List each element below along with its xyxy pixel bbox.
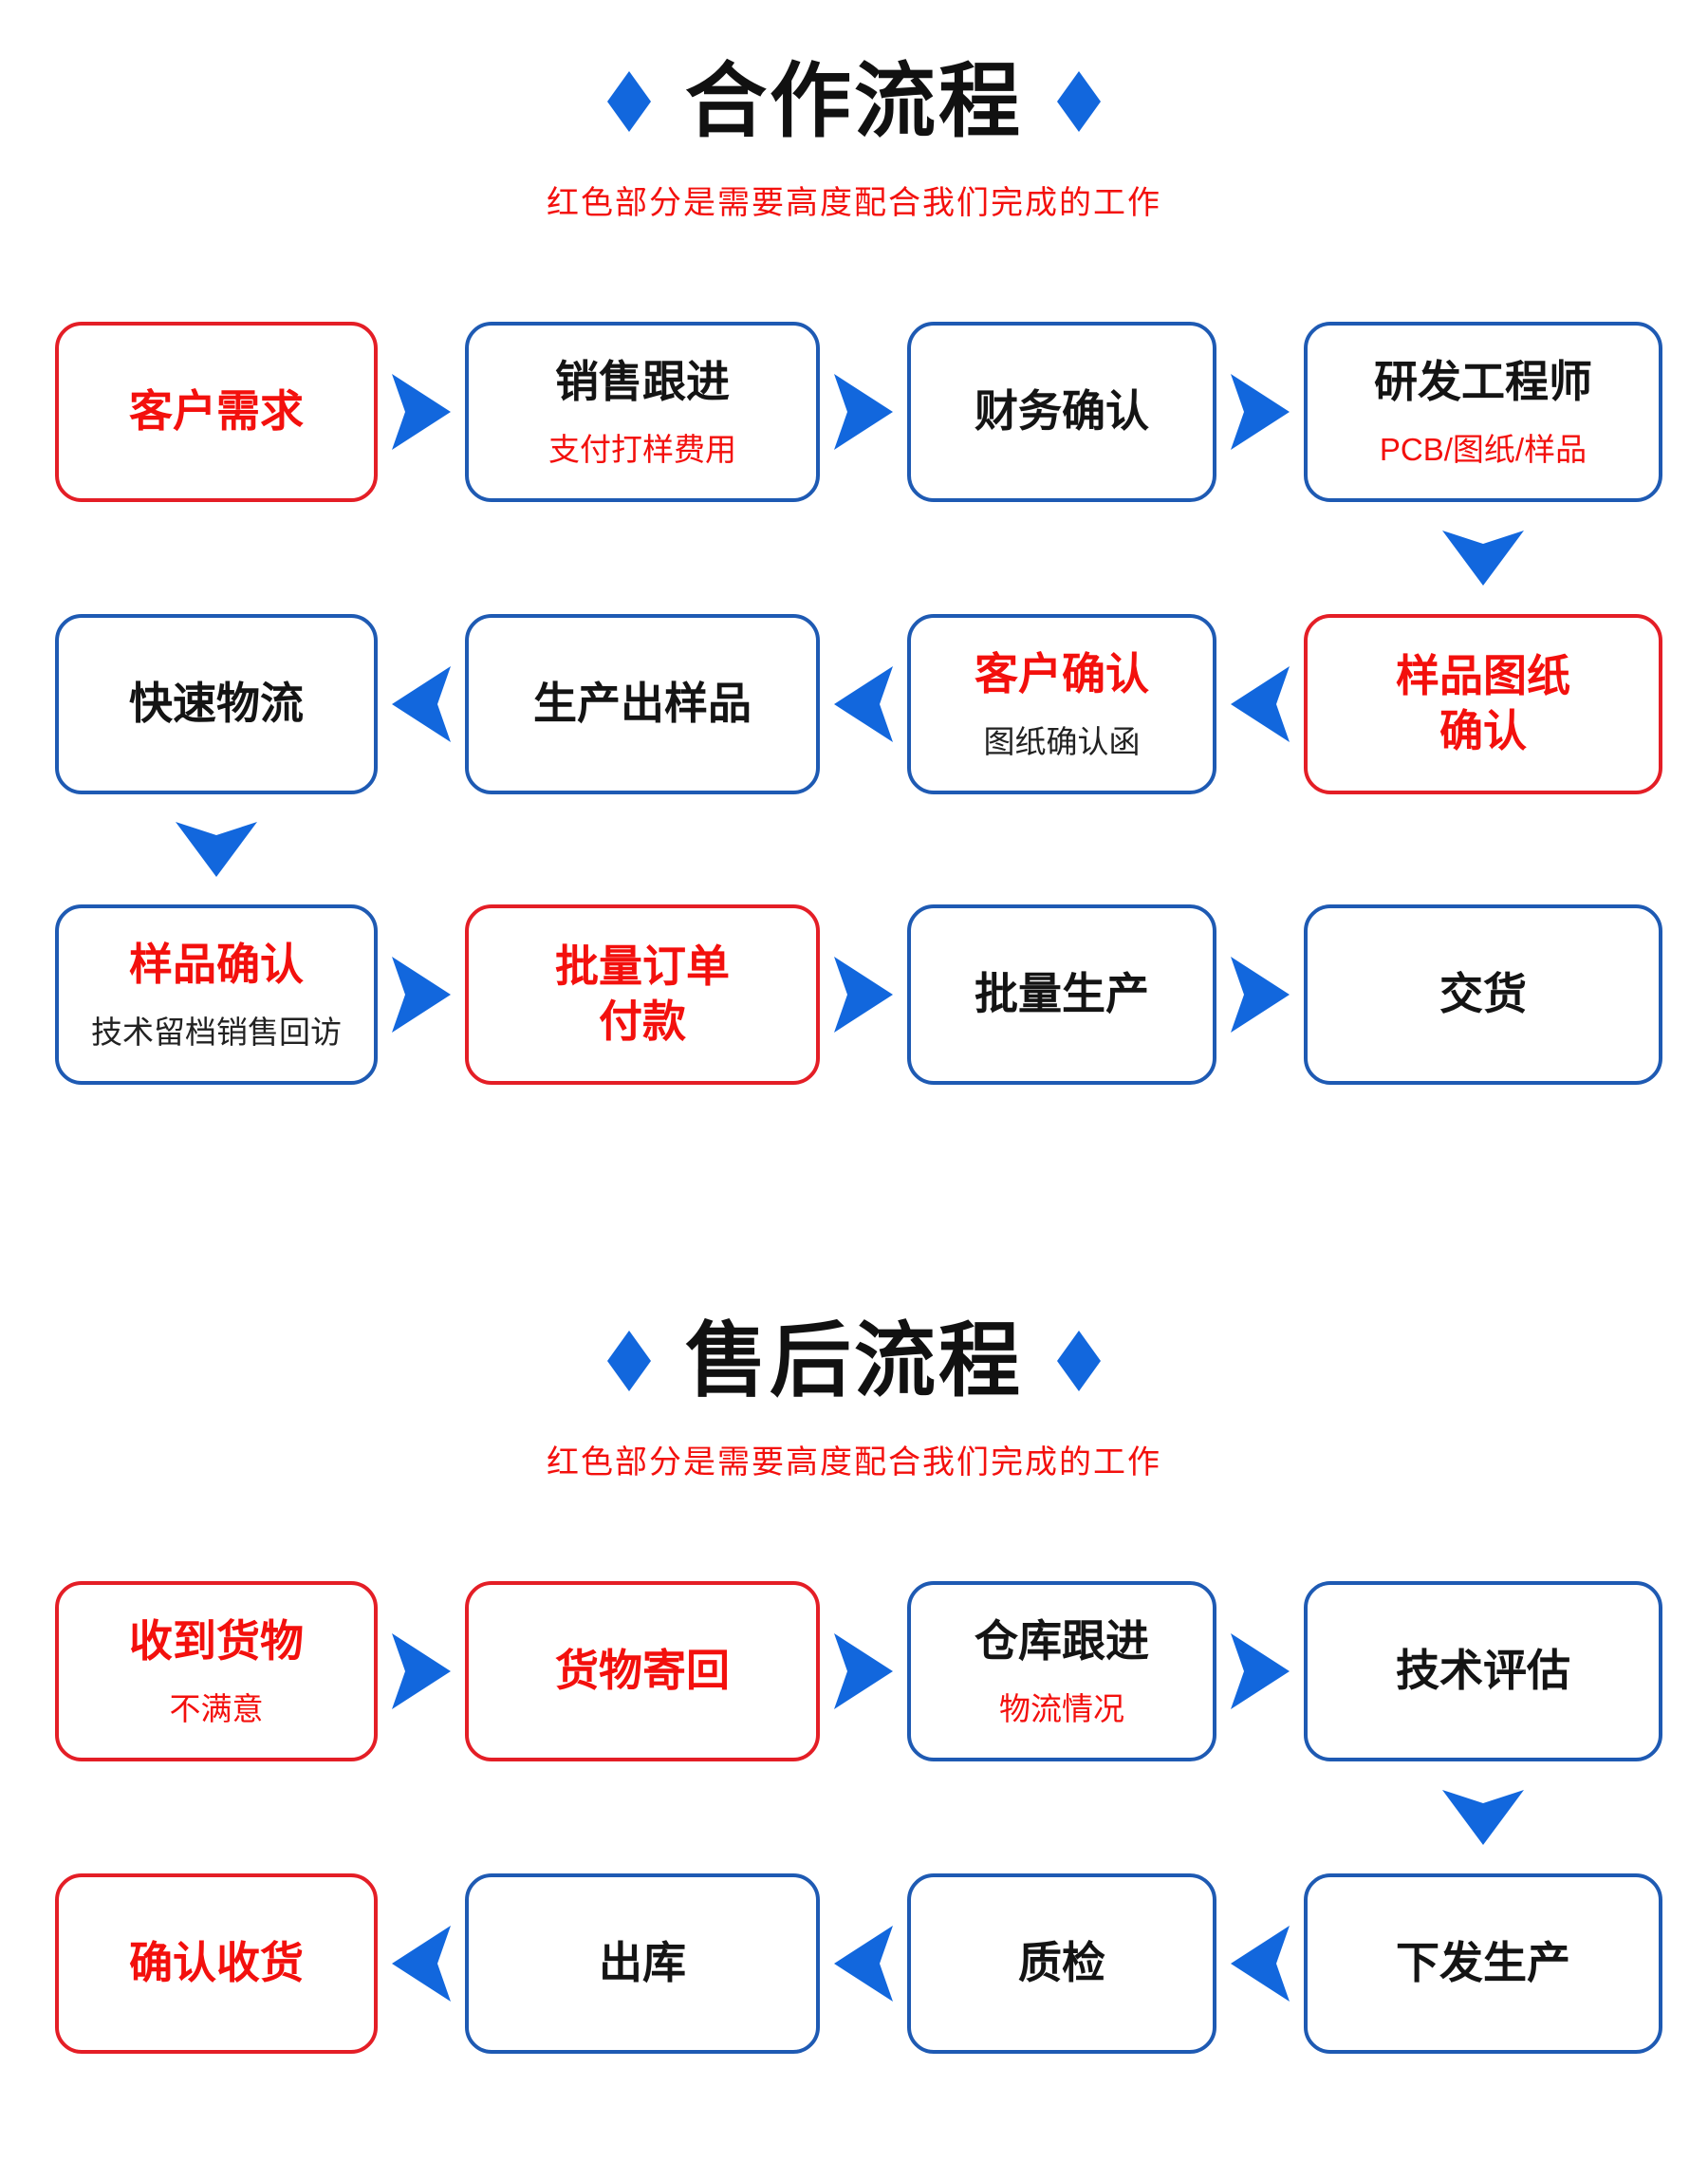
arrow-right-icon bbox=[378, 904, 465, 1085]
diamond-icon bbox=[607, 71, 651, 132]
flow-step-title: 确认收货 bbox=[129, 1937, 304, 1987]
flow-step-title: 下发生产 bbox=[1396, 1937, 1570, 1987]
flow-step-sample-confirm: 样品确认 技术留档销售回访 bbox=[55, 904, 378, 1085]
diamond-icon bbox=[1057, 1330, 1101, 1391]
flow-step-title: 货物寄回 bbox=[555, 1645, 730, 1695]
flow-step-delivery: 交货 bbox=[1304, 904, 1662, 1085]
flow-step-outbound: 出库 bbox=[465, 1872, 820, 2054]
flow-step-title: 仓库跟进 bbox=[975, 1616, 1149, 1667]
flow-row: 收到货物 不满意 货物寄回 仓库跟进 物流情况 技术评估 bbox=[0, 1580, 1708, 1761]
flow-step-title: 样品确认 bbox=[129, 940, 304, 990]
section-subtitle: 红色部分是需要高度配合我们完成的工作 bbox=[547, 185, 1161, 221]
arrow-left-icon bbox=[378, 1873, 465, 2054]
flow-step-subtitle: 不满意 bbox=[169, 1690, 264, 1726]
arrow-down-icon bbox=[176, 821, 257, 877]
flow-step-title: 客户确认 bbox=[975, 649, 1149, 699]
flow-step-title: 研发工程师 bbox=[1374, 357, 1592, 407]
flow-step-quality-check: 质检 bbox=[907, 1872, 1216, 2054]
arrow-right-icon bbox=[820, 322, 907, 502]
arrow-left-icon bbox=[1216, 614, 1304, 794]
flow-step-subtitle: 物流情况 bbox=[999, 1690, 1124, 1726]
flow-step-tech-evaluation: 技术评估 bbox=[1304, 1580, 1662, 1761]
flow-step-customer-demand: 客户需求 bbox=[55, 321, 378, 502]
flow-step-title: 生产出样品 bbox=[533, 679, 752, 729]
flow-step-goods-received: 收到货物 不满意 bbox=[55, 1580, 378, 1761]
flow-row: 快速物流 生产出样品 客户确认 图纸确认函 样品图纸 确认 bbox=[0, 613, 1708, 794]
arrow-left-icon bbox=[820, 1873, 907, 2054]
section-after-sales-flow: 售后流程 红色部分是需要高度配合我们完成的工作 收到货物 不满意 货物寄回 仓库… bbox=[0, 1320, 1708, 2054]
flow-step-finance-confirm: 财务确认 bbox=[907, 321, 1216, 502]
flow-step-fast-logistics: 快速物流 bbox=[55, 613, 378, 794]
flow-step-subtitle: 技术留档销售回访 bbox=[91, 1014, 342, 1050]
section-title: 合作流程 bbox=[685, 56, 1023, 147]
flow-row: 确认收货 出库 质检 下发生产 bbox=[0, 1872, 1708, 2054]
flow-step-title: 客户需求 bbox=[129, 386, 304, 437]
flow-step-title: 技术评估 bbox=[1396, 1645, 1570, 1695]
flow-step-rd-engineer: 研发工程师 PCB/图纸/样品 bbox=[1304, 321, 1662, 502]
flow-step-title: 财务确认 bbox=[975, 386, 1149, 437]
flow-step-bulk-production: 批量生产 bbox=[907, 904, 1216, 1085]
flow-step-title: 交货 bbox=[1439, 969, 1527, 1019]
flow-step-confirm-receipt: 确认收货 bbox=[55, 1872, 378, 2054]
flow-step-produce-sample: 生产出样品 bbox=[465, 613, 820, 794]
flow-step-issue-production: 下发生产 bbox=[1304, 1872, 1662, 2054]
arrow-right-icon bbox=[1216, 322, 1304, 502]
arrow-right-icon bbox=[378, 1581, 465, 1761]
arrow-down-icon bbox=[1442, 530, 1524, 586]
flow-step-title: 质检 bbox=[1018, 1937, 1105, 1987]
flow-row: 客户需求 销售跟进 支付打样费用 财务确认 研发工程师 PCB/图纸/样品 bbox=[0, 321, 1708, 502]
flow-step-title: 批量生产 bbox=[975, 969, 1149, 1019]
arrow-down-icon bbox=[1442, 1789, 1524, 1845]
section-header: 售后流程 bbox=[0, 1320, 1708, 1402]
flow-step-subtitle: PCB/图纸/样品 bbox=[1379, 431, 1587, 467]
flow-step-sample-drawing-confirm: 样品图纸 确认 bbox=[1304, 613, 1662, 794]
flow-step-sales-follow-up: 销售跟进 支付打样费用 bbox=[465, 321, 820, 502]
section-title: 售后流程 bbox=[685, 1314, 1023, 1407]
arrow-right-icon bbox=[1216, 904, 1304, 1085]
diamond-icon bbox=[1057, 71, 1101, 132]
flow-step-bulk-order-payment: 批量订单 付款 bbox=[465, 904, 820, 1085]
flow-step-title: 快速物流 bbox=[129, 679, 304, 729]
flow-step-title: 样品图纸 确认 bbox=[1396, 651, 1570, 755]
flow-step-customer-confirm: 客户确认 图纸确认函 bbox=[907, 613, 1216, 794]
flow-step-title: 销售跟进 bbox=[555, 357, 730, 407]
flow-step-goods-return: 货物寄回 bbox=[465, 1580, 820, 1761]
flow-gap bbox=[0, 502, 1708, 614]
flow-step-warehouse-follow-up: 仓库跟进 物流情况 bbox=[907, 1580, 1216, 1761]
arrow-left-icon bbox=[1216, 1873, 1304, 2054]
arrow-right-icon bbox=[820, 904, 907, 1085]
arrow-left-icon bbox=[820, 614, 907, 794]
section-subtitle: 红色部分是需要高度配合我们完成的工作 bbox=[547, 1444, 1161, 1481]
flow-step-title: 收到货物 bbox=[129, 1616, 304, 1667]
arrow-right-icon bbox=[1216, 1581, 1304, 1761]
flow-step-title: 出库 bbox=[599, 1937, 686, 1987]
arrow-right-icon bbox=[820, 1581, 907, 1761]
arrow-left-icon bbox=[378, 614, 465, 794]
flow-gap bbox=[0, 794, 1708, 904]
flow-gap bbox=[0, 1761, 1708, 1873]
flow-step-title: 批量订单 付款 bbox=[555, 941, 730, 1046]
flow-row: 样品确认 技术留档销售回访 批量订单 付款 批量生产 交货 bbox=[0, 904, 1708, 1085]
arrow-right-icon bbox=[378, 322, 465, 502]
section-cooperation-flow: 合作流程 红色部分是需要高度配合我们完成的工作 客户需求 销售跟进 支付打样费用… bbox=[0, 61, 1708, 1085]
flow-step-subtitle: 支付打样费用 bbox=[548, 431, 736, 467]
diamond-icon bbox=[607, 1330, 651, 1391]
flow-step-subtitle: 图纸确认函 bbox=[983, 723, 1141, 759]
section-header: 合作流程 bbox=[0, 61, 1708, 142]
